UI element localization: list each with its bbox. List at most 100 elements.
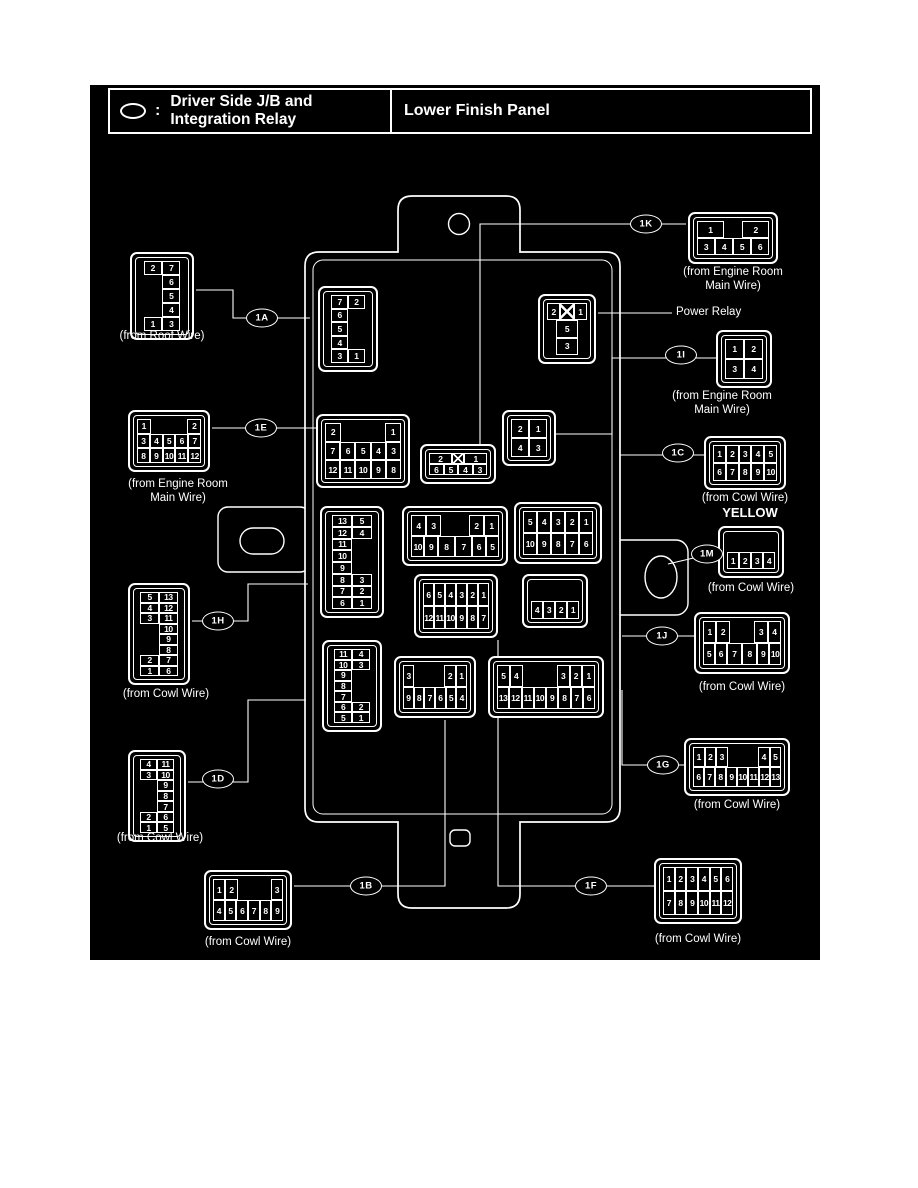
pin-gap bbox=[140, 801, 157, 812]
caption-line: (from Engine Room bbox=[128, 478, 228, 490]
pin-cell: 5 bbox=[352, 515, 372, 527]
legend-cell: : Driver Side J/B and Integration Relay bbox=[110, 90, 392, 132]
wire-source-caption: (from Roof Wire) bbox=[120, 330, 205, 344]
pin-gap bbox=[341, 423, 385, 442]
pin-cell: 12 bbox=[759, 767, 770, 787]
pin-cell: 6 bbox=[472, 536, 486, 557]
pin-cell: 3 bbox=[686, 867, 699, 891]
pin-cell: 2 bbox=[225, 879, 238, 900]
pin-gap bbox=[140, 780, 157, 791]
pin-gap bbox=[144, 275, 162, 289]
pin-row: 5 bbox=[556, 320, 578, 338]
pin-cell: 4 bbox=[751, 445, 765, 463]
pin-cell: 9 bbox=[332, 562, 352, 574]
pin-cell: 1 bbox=[143, 317, 162, 331]
pin-cell: 6 bbox=[162, 275, 181, 289]
pin-cell: 6 bbox=[157, 811, 174, 823]
pin-cell: 1 bbox=[464, 453, 487, 464]
pin-cell: 10 bbox=[445, 606, 456, 629]
pin-cell: 12 bbox=[721, 891, 734, 915]
legend-title-line2: Integration Relay bbox=[170, 111, 297, 128]
pin-cell: 2 bbox=[325, 423, 341, 442]
pin-cell: 9 bbox=[456, 606, 467, 629]
wire-source-caption: (from Cowl Wire) bbox=[123, 688, 209, 702]
pin-cell: 12 bbox=[188, 448, 201, 464]
pin-gap bbox=[730, 621, 755, 643]
pin-row: 6 bbox=[144, 275, 181, 289]
pin-cell: 1 bbox=[137, 419, 151, 434]
pin-gap bbox=[348, 322, 365, 336]
pin-cell: 10 bbox=[698, 891, 710, 915]
pin-cell: 4 bbox=[352, 649, 370, 660]
pin-cell: 10 bbox=[769, 643, 782, 665]
connector-symbol-icon bbox=[120, 103, 146, 119]
pin-cell: 3 bbox=[403, 665, 415, 687]
pin-row: 9 bbox=[334, 670, 370, 681]
pin-cell: 10 bbox=[157, 769, 174, 781]
pin-cell: 12 bbox=[509, 687, 522, 709]
pin-cell: 4 bbox=[767, 621, 781, 643]
connector-id-label-1J: 1J bbox=[646, 626, 678, 646]
pin-row: 4 bbox=[331, 335, 365, 350]
caption-line: (from Cowl Wire) bbox=[122, 688, 210, 700]
pin-cell: 3 bbox=[270, 879, 283, 900]
pin-cell: 9 bbox=[159, 634, 178, 645]
pin-cell: 13 bbox=[159, 592, 178, 603]
pin-cell: 3 bbox=[137, 433, 150, 449]
pin-cell: 1 bbox=[213, 879, 226, 900]
pin-cell: 2 bbox=[744, 339, 763, 359]
pin-gap bbox=[238, 879, 271, 900]
pin-cell: 12 bbox=[423, 606, 434, 629]
pin-cell: 8 bbox=[558, 687, 571, 709]
pin-cell: 7 bbox=[663, 891, 675, 915]
connector-id-label-1F: 1F bbox=[575, 876, 607, 896]
pin-cell: 8 bbox=[332, 573, 352, 586]
pin-cell: 4 bbox=[698, 867, 710, 891]
pin-cell: 4 bbox=[331, 335, 348, 350]
pin-cell: 6 bbox=[721, 867, 734, 891]
pin-gap bbox=[441, 515, 469, 536]
pin-cell: 6 bbox=[332, 597, 352, 609]
pin-cell: 6 bbox=[582, 687, 595, 709]
pin-row: 3 bbox=[556, 337, 578, 355]
pin-cell: 2 bbox=[704, 747, 716, 767]
pin-cell: 6 bbox=[159, 665, 178, 676]
pin-cell: 3 bbox=[385, 441, 402, 461]
pin-cell: 2 bbox=[467, 583, 478, 606]
pin-cell: 1 bbox=[727, 552, 739, 569]
pin-cell: 5 bbox=[703, 643, 715, 665]
pin-cell: 8 bbox=[413, 687, 425, 709]
pin-cell: 1 bbox=[573, 303, 587, 321]
pin-cell: 5 bbox=[485, 536, 500, 557]
pin-cell: 1 bbox=[348, 349, 365, 363]
pin-gap bbox=[352, 670, 370, 681]
pin-cell: 3 bbox=[556, 665, 570, 687]
